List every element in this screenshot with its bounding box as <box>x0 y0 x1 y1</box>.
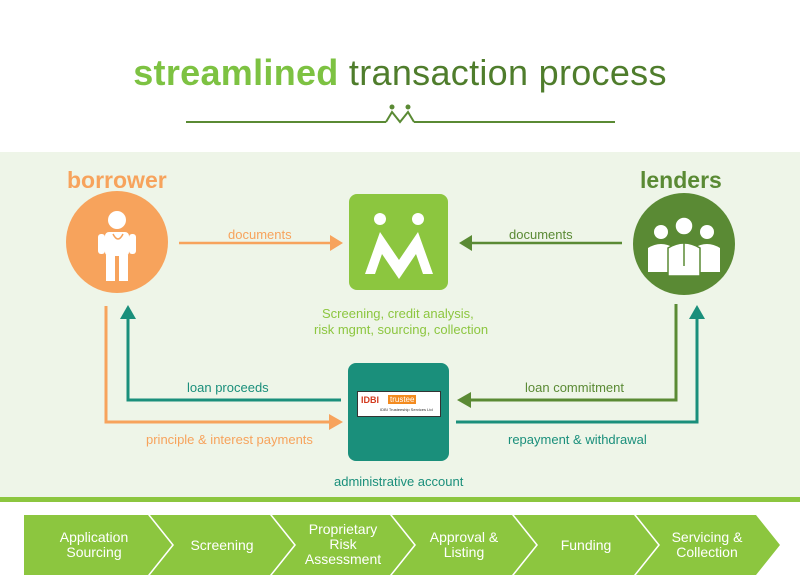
borrower-documents-label: documents <box>228 227 292 242</box>
idbi-trustee-text: trustee <box>388 395 417 404</box>
idbi-trustee-logo: IDBI trustee IDBI Trusteeship Services L… <box>357 391 441 417</box>
process-chevrons <box>24 515 780 575</box>
chevron-step-6 <box>636 515 780 575</box>
step-6-line-2: Collection <box>676 544 738 560</box>
step-proprietary-risk-assessment: Proprietary Risk Assessment <box>292 522 394 567</box>
page-title: streamlined transaction process <box>0 52 800 94</box>
step-approval-listing: Approval & Listing <box>412 530 516 560</box>
lenders-documents-arrow <box>459 235 622 251</box>
step-6-line-1: Servicing & <box>671 529 743 545</box>
step-4-line-2: Listing <box>443 544 485 560</box>
loan-proceeds-arrow <box>120 305 341 402</box>
step-2-line-1: Screening <box>190 537 254 553</box>
idbi-logo-text: IDBI <box>361 395 379 405</box>
title-divider <box>186 104 615 124</box>
loan-proceeds-label: loan proceeds <box>187 380 269 395</box>
repayment-withdrawal-label: repayment & withdrawal <box>508 432 647 447</box>
chevron-step-1 <box>24 515 172 575</box>
chevron-step-5 <box>514 515 658 575</box>
lenders-documents-label: documents <box>509 227 573 242</box>
chevron-step-4 <box>392 515 536 575</box>
platform-logo-icon <box>349 194 448 290</box>
step-servicing-collection: Servicing & Collection <box>654 530 760 560</box>
step-3-line-2: Risk <box>329 536 357 552</box>
repayment-withdrawal-arrow <box>456 305 705 424</box>
step-1-line-2: Sourcing <box>66 544 122 560</box>
panel-bottom-border <box>0 497 800 502</box>
step-3-line-3: Assessment <box>304 551 382 567</box>
lenders-label: lenders <box>640 167 722 193</box>
step-3-line-1: Proprietary <box>308 521 378 537</box>
borrower-documents-arrow <box>179 235 343 251</box>
title-rest: transaction process <box>348 52 667 93</box>
title-highlight: streamlined <box>133 52 339 93</box>
borrower-icon <box>66 191 168 293</box>
step-4-line-1: Approval & <box>429 529 499 545</box>
idbi-subtitle: IDBI Trusteeship Services Ltd <box>380 407 433 412</box>
principle-interest-arrow <box>104 306 343 430</box>
admin-account-caption: administrative account <box>334 474 464 489</box>
center-caption-line2: risk mgmt, sourcing, collection <box>314 322 489 337</box>
step-funding: Funding <box>534 538 638 553</box>
principle-interest-label: principle & interest payments <box>146 432 313 447</box>
borrower-label: borrower <box>67 167 167 193</box>
loan-commitment-arrow <box>457 304 678 408</box>
step-5-line-1: Funding <box>560 537 612 553</box>
chevron-step-3 <box>272 515 414 575</box>
lenders-icon <box>633 193 735 295</box>
step-screening: Screening <box>172 538 272 553</box>
center-caption-line1: Screening, credit analysis, <box>322 306 474 321</box>
step-1-line-1: Application <box>59 529 129 545</box>
step-application-sourcing: Application Sourcing <box>24 530 164 560</box>
loan-commitment-label: loan commitment <box>525 380 624 395</box>
chevron-step-2 <box>150 515 294 575</box>
